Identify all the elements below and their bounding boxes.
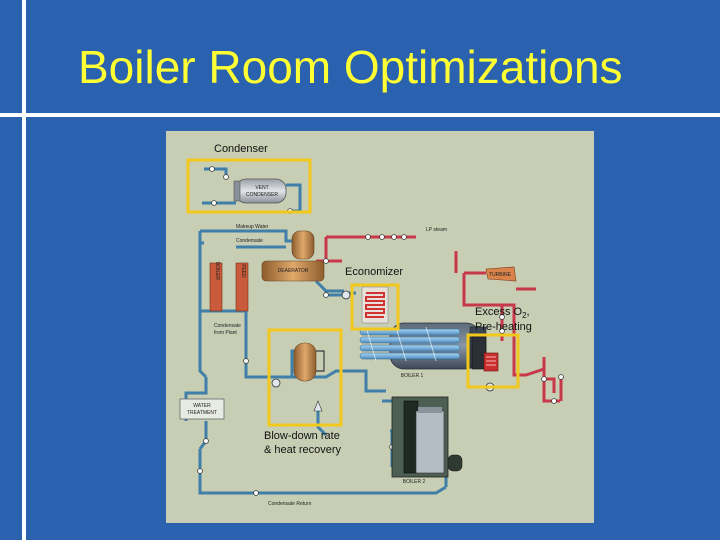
excess-o2-callout: Excess O2, <box>475 305 530 323</box>
feed-tank-right-label: FEED <box>240 264 246 278</box>
boiler-2: BOILER 2 <box>391 396 463 485</box>
highlight-boxes <box>186 158 520 427</box>
condensate-label: Condensate <box>236 238 263 244</box>
economizer-highlight <box>350 283 400 331</box>
diagram-drawing: VENT CONDENSER Makeup Water Condensate L… <box>179 158 564 507</box>
excess-o2-highlight <box>466 333 520 389</box>
economizer-coil <box>361 286 389 324</box>
feed-tank-right: FEED <box>235 262 249 312</box>
excess-o2-callout-comma: , <box>526 306 530 318</box>
left-rule <box>22 0 26 540</box>
turbine-label: TURBINE <box>489 272 512 278</box>
condensate-return-label: Condensate Return <box>268 501 312 507</box>
condensate-from-plant-label-1: Condensate <box>214 323 241 329</box>
condenser-callout: Condenser <box>214 143 268 155</box>
makeup-water-label: Makeup Water <box>236 224 269 230</box>
slide-title: Boiler Room Optimizations <box>78 41 623 93</box>
boiler-1-label: BOILER 1 <box>401 373 424 379</box>
blowdown-callout-line-2: & heat recovery <box>264 444 342 456</box>
pipe-valves <box>197 166 564 496</box>
water-treatment: WATER TREATMENT <box>179 398 225 420</box>
feed-pump <box>341 290 351 300</box>
lp-steam-label: LP steam <box>426 227 447 233</box>
water-treatment-label-2: TREATMENT <box>187 410 217 416</box>
flash-tank <box>293 342 325 382</box>
water-treatment-label-1: WATER <box>193 403 211 409</box>
excess-o2-callout-text: Excess O <box>475 306 523 318</box>
condenser-highlight <box>186 158 312 214</box>
blowdown-gauge <box>271 378 281 388</box>
excess-o2-callout-subscript: 2 <box>522 311 527 321</box>
feed-tank-left-label: BOILER <box>214 262 220 281</box>
blowdown-highlight <box>267 328 343 427</box>
economizer-callout: Economizer <box>345 266 404 278</box>
boiler-2-label: BOILER 2 <box>403 479 426 485</box>
turbine: TURBINE <box>485 266 517 282</box>
deaerator: DEAERATOR <box>261 230 325 282</box>
feed-tank-left: BOILER <box>209 262 223 312</box>
blowdown-callout-line-1: Blow-down rate <box>264 430 340 442</box>
vent-condenser: VENT CONDENSER <box>233 178 287 204</box>
burner <box>471 336 499 372</box>
vent-condenser-label-2: CONDENSER <box>246 192 278 198</box>
deaerator-label: DEAERATOR <box>278 268 309 274</box>
condensate-from-plant-label-2: from Plant <box>214 330 237 336</box>
title-rule <box>0 113 720 117</box>
boiler-room-diagram: VENT CONDENSER Makeup Water Condensate L… <box>166 131 594 523</box>
vent-condenser-label-1: VENT <box>255 185 268 191</box>
preheating-callout: Pre-heating <box>475 321 532 333</box>
blowdown-drain <box>313 400 323 412</box>
